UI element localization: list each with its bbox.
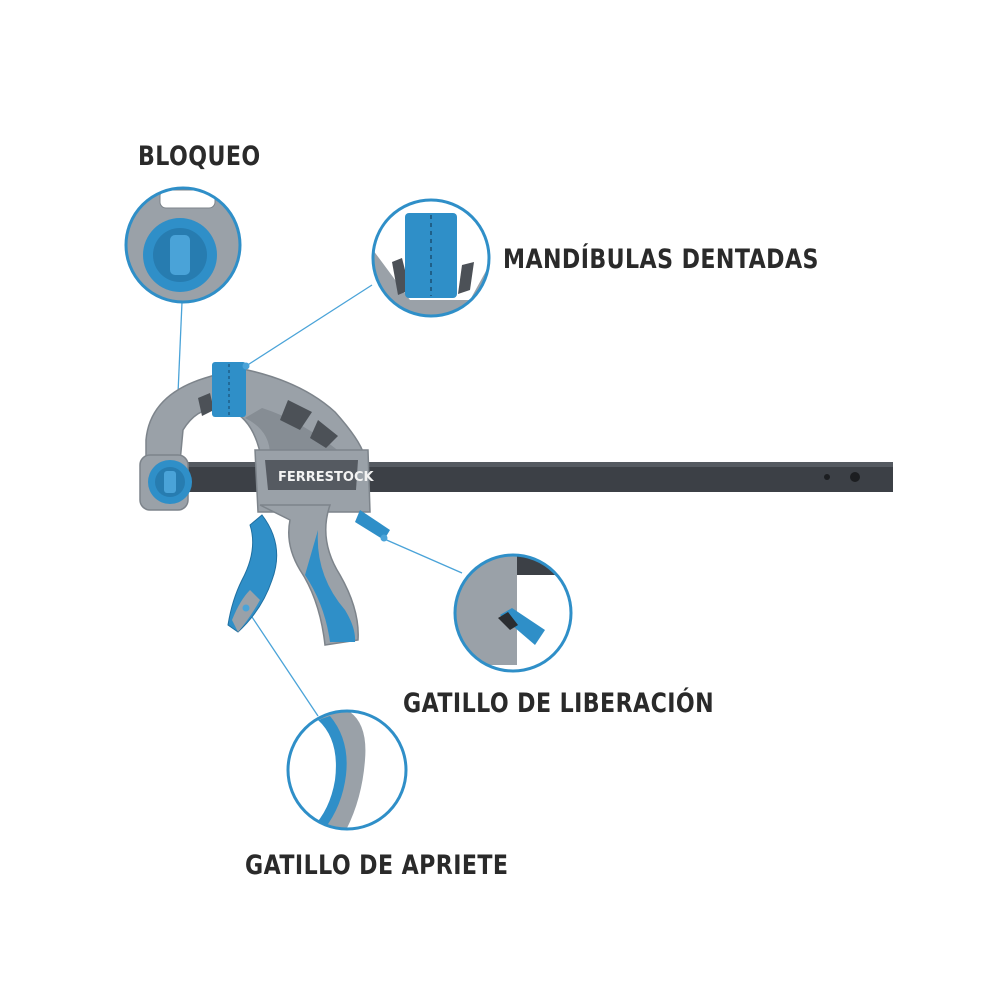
bar-hole-large (850, 472, 860, 482)
squeeze-trigger-detail (286, 709, 408, 831)
squeeze-trigger-label: GATILLO DE APRIETE (245, 850, 509, 881)
movable-head: FERRESTOCK (227, 449, 390, 646)
brand-logo: FERRESTOCK (278, 470, 374, 485)
lock-label: BLOQUEO (138, 141, 261, 172)
jaws-label: MANDÍBULAS DENTADAS (503, 244, 819, 275)
jaws-detail (371, 198, 491, 318)
release-trigger-label: GATILLO DE LIBERACIÓN (403, 688, 715, 719)
bar-hole-small (824, 474, 830, 480)
fixed-jaw (139, 362, 365, 511)
lock-detail (124, 186, 242, 304)
release-trigger-detail (453, 553, 573, 673)
